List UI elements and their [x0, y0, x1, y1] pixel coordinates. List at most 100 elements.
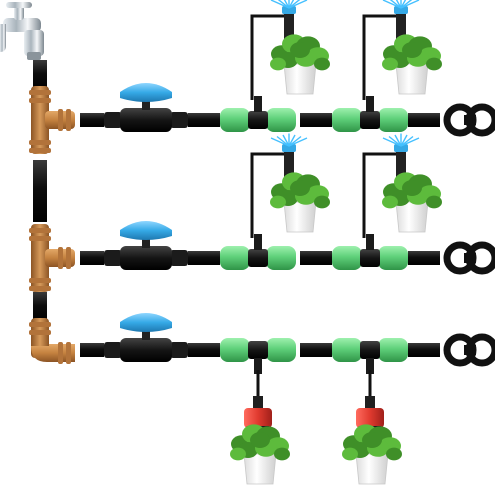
faucet-handle [6, 2, 32, 8]
connector-nut-left [332, 108, 362, 132]
faucet-body [3, 18, 41, 32]
tube-segment [188, 113, 220, 127]
tube-segment [80, 343, 104, 357]
spray-jet [283, 0, 290, 9]
leaf [386, 447, 402, 461]
connector-nut-right [378, 108, 408, 132]
connector-core [248, 111, 268, 129]
barb-ring [29, 90, 51, 95]
connector-nut-right [378, 338, 408, 362]
leaf [426, 195, 442, 209]
pot [283, 63, 317, 95]
valve-handle [120, 221, 172, 240]
tube-segment [408, 343, 440, 357]
connector-nut-left [220, 246, 250, 270]
tee-connector [332, 338, 408, 374]
spray-jet [270, 137, 290, 147]
barb-ring [29, 286, 51, 291]
plug-loop [443, 241, 477, 275]
valve-handle [120, 83, 172, 102]
connector-port [366, 96, 374, 112]
connector-nut-right [266, 338, 296, 362]
spray-jet [400, 0, 407, 9]
spray-jet [388, 135, 402, 147]
adjustable-dripper [230, 370, 290, 485]
connector-core [248, 249, 268, 267]
potted-plant [382, 172, 442, 233]
spray-stake [362, 133, 442, 238]
spray-jet [270, 0, 290, 9]
faucet-stem [14, 6, 24, 20]
elbow-bend [31, 344, 75, 362]
faucet-outlet [24, 30, 44, 56]
end-plug [443, 103, 495, 137]
barb-ring [58, 342, 63, 364]
valve-barb-right [170, 342, 188, 358]
faucet-nut [27, 52, 41, 60]
potted-plant [342, 424, 402, 485]
barb-ring [66, 342, 71, 364]
dripper-cap [244, 408, 272, 428]
tee-connector [220, 234, 296, 270]
spray-jet [277, 0, 290, 9]
connector-nut-left [220, 338, 250, 362]
valve-handle [120, 313, 172, 332]
pot [355, 453, 389, 485]
dripper-stem [253, 396, 263, 410]
supply-segment [33, 292, 47, 322]
leaf [402, 180, 422, 196]
leaf [402, 42, 422, 58]
spray-head [282, 6, 296, 14]
barb-ring [29, 228, 51, 233]
branch-row-1 [29, 0, 495, 154]
valve-barb-right [170, 112, 188, 128]
connector-port [366, 234, 374, 250]
valve-body [120, 246, 172, 270]
micro-tube [362, 152, 398, 238]
pot [395, 63, 429, 95]
barb-ring [29, 236, 51, 241]
supply-segment [33, 60, 47, 90]
tee-connector [332, 96, 408, 132]
plug-loop [443, 333, 477, 367]
tube-segment [300, 113, 332, 127]
connector-nut-right [266, 108, 296, 132]
potted-plant [230, 424, 290, 485]
spray-jet [288, 134, 296, 147]
leaf [382, 195, 398, 209]
tube-segment [408, 251, 440, 265]
leaf [314, 57, 330, 71]
spray-jet [394, 134, 402, 147]
spray-jet [400, 0, 420, 9]
micro-tube [250, 14, 286, 100]
tee-connector [220, 338, 296, 374]
ball-valve [104, 313, 188, 362]
leaf [270, 195, 286, 209]
faucet-spout-left [0, 24, 6, 52]
supply-segment [33, 160, 47, 222]
spray-head [394, 6, 408, 14]
connector-core [360, 111, 380, 129]
connector-port [254, 358, 262, 374]
faucet-icon [0, 2, 44, 60]
tube-segment [80, 113, 104, 127]
connector-port [254, 96, 262, 112]
barb-ring [58, 247, 63, 269]
dripper-cap [356, 408, 384, 428]
micro-tube [362, 14, 398, 100]
adjustable-dripper [342, 370, 402, 485]
valve-barb-left [104, 250, 122, 266]
leaf [382, 57, 398, 71]
branch-row-3 [29, 313, 495, 485]
valve-barb-left [104, 342, 122, 358]
tee-connector [220, 96, 296, 132]
leaf [270, 57, 286, 71]
connector-port [366, 358, 374, 374]
micro-tube [250, 152, 286, 238]
barb-ring [58, 109, 63, 131]
barb-ring [29, 98, 51, 103]
dripper-stem [365, 396, 375, 410]
spray-jet [288, 137, 308, 147]
barb-ring [66, 247, 71, 269]
